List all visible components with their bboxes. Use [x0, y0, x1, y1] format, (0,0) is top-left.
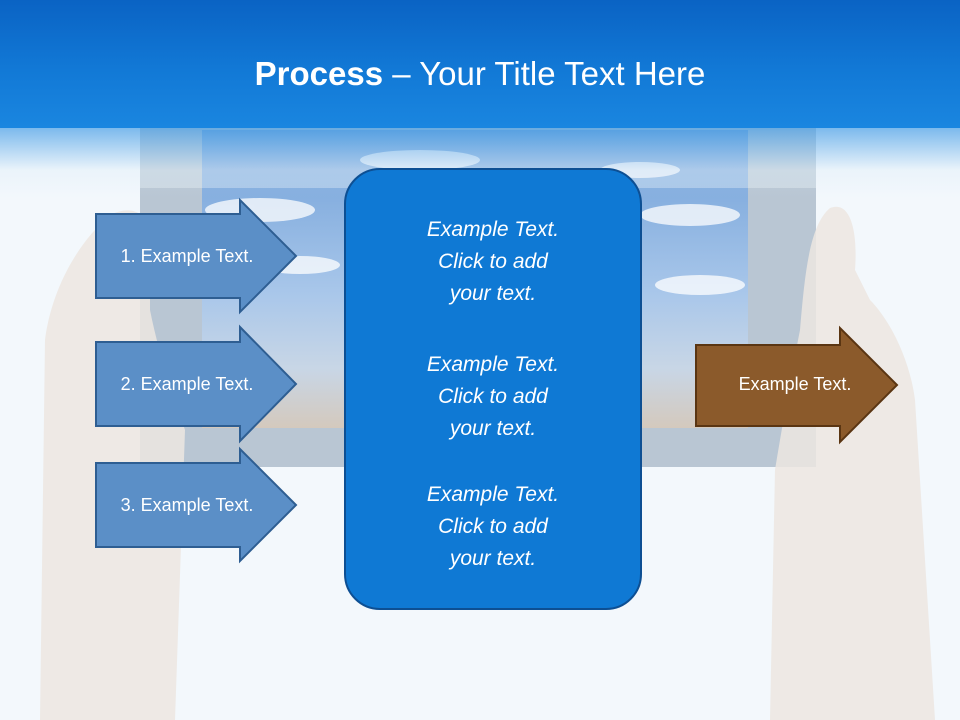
center-item-2: Example Text. Click to add your text.	[346, 349, 640, 445]
center-item-line: Click to add	[438, 515, 548, 538]
left-arrow-1-label: 1. Example Text.	[120, 246, 254, 266]
left-arrow-2-label: 2. Example Text.	[120, 374, 254, 394]
center-item-line: Click to add	[438, 385, 548, 408]
center-content-box: Example Text. Click to add your text. Ex…	[344, 168, 642, 610]
title-bold: Process	[254, 55, 384, 92]
right-arrow	[695, 325, 899, 445]
title-rest: – Your Title Text Here	[383, 55, 706, 92]
left-arrow-1	[95, 197, 298, 315]
left-arrow-3	[95, 446, 298, 564]
center-item-line: your text.	[449, 282, 537, 305]
center-item-line: Example Text.	[426, 353, 560, 376]
header-bar	[0, 0, 960, 128]
center-item-line: Click to add	[438, 250, 548, 273]
center-item-line: your text.	[449, 547, 537, 570]
left-arrow-3-label: 3. Example Text.	[120, 495, 254, 515]
slide-title: Process – Your Title Text Here	[0, 52, 960, 96]
center-item-1: Example Text. Click to add your text.	[346, 214, 640, 310]
center-item-3: Example Text. Click to add your text.	[346, 479, 640, 575]
right-hand	[770, 206, 935, 720]
center-item-line: Example Text.	[426, 483, 560, 506]
right-arrow-label: Example Text.	[738, 374, 852, 394]
center-item-line: your text.	[449, 417, 537, 440]
left-arrow-2	[95, 324, 298, 444]
center-item-line: Example Text.	[426, 218, 560, 241]
